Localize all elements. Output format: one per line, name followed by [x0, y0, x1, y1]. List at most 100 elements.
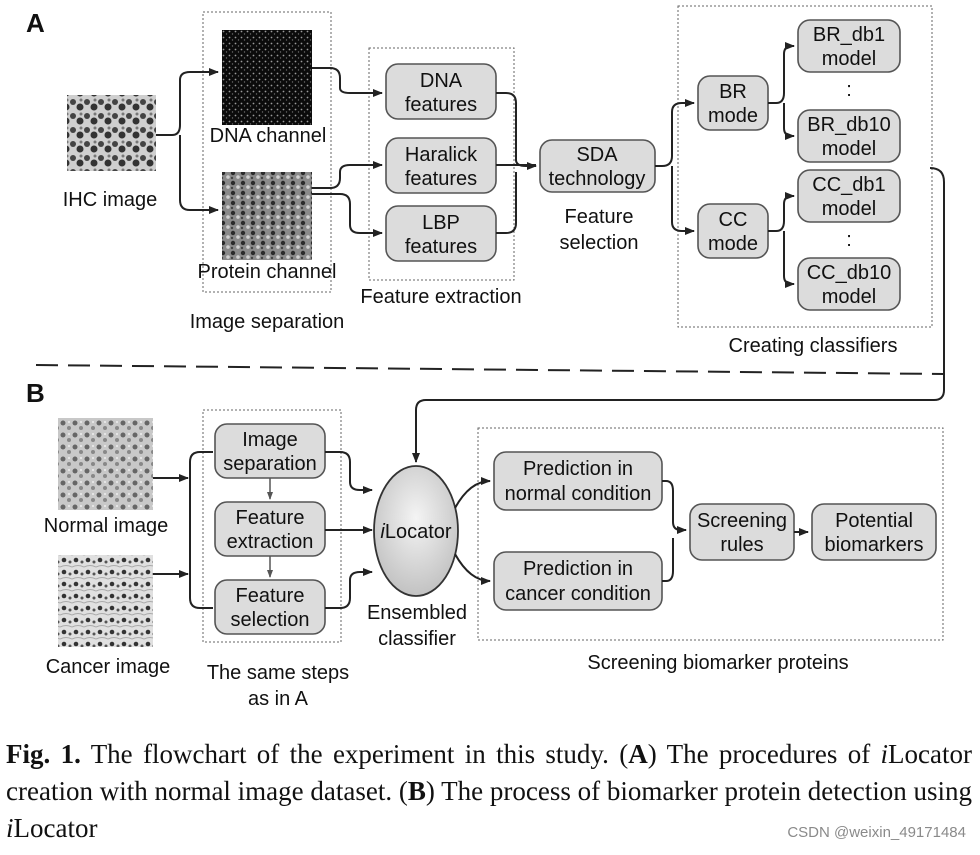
step-feature-extraction-line2: extraction [227, 531, 314, 553]
protein-channel-label: Protein channel [198, 261, 337, 283]
lbp-features-line1: LBP [422, 212, 460, 234]
protein-channel-image [222, 172, 312, 260]
cc-db10-line1: CC_db10 [807, 262, 892, 284]
cc-db10-line2: model [822, 286, 876, 308]
same-steps-label-line2: as in A [248, 688, 309, 710]
panel-separator [35, 364, 945, 375]
dna-channel-image [222, 30, 312, 125]
feature-selection-label-line1: Feature [565, 206, 634, 228]
screening-proteins-label: Screening biomarker proteins [587, 652, 848, 674]
caption-text-3: Locator creation with normal image datas… [6, 739, 972, 806]
potential-biomarkers-line1: Potential [835, 510, 913, 532]
sda-line1: SDA [576, 144, 618, 166]
figure-caption: Fig. 1. The flowchart of the experiment … [6, 736, 972, 847]
step-image-separation-line1: Image [242, 429, 298, 451]
step-feature-extraction-box: Feature extraction [214, 501, 326, 557]
br-db1-model-box: BR_db1 model [797, 19, 901, 73]
watermark: CSDN @weixin_49171484 [787, 824, 966, 841]
dna-features-line2: features [405, 94, 477, 116]
haralick-features-line2: features [405, 168, 477, 190]
br-mode-line1: BR [719, 81, 747, 103]
cc-mode-line2: mode [708, 233, 758, 255]
br-mode-box: BR mode [697, 75, 769, 131]
haralick-features-line1: Haralick [405, 144, 478, 166]
dna-channel-label: DNA channel [210, 125, 327, 147]
ilocator-node: iLocator [373, 465, 459, 597]
sda-technology-box: SDA technology [539, 139, 656, 193]
cancer-image-label: Cancer image [46, 656, 171, 678]
caption-text-5: Locator [13, 813, 98, 843]
lbp-features-line2: features [405, 236, 477, 258]
cc-mode-box: CC mode [697, 203, 769, 259]
caption-a-letter: A [628, 739, 648, 769]
cc-db10-model-box: CC_db10 model [797, 257, 901, 311]
br-ellipsis: : [846, 79, 852, 101]
prediction-normal-line1: Prediction in [523, 458, 633, 480]
caption-fig-label: Fig. 1. [6, 739, 81, 769]
panel-a-connectors [156, 42, 795, 288]
creating-classifiers-group [677, 5, 933, 328]
panel-b-letter: B [26, 378, 45, 408]
caption-i-2: i [6, 813, 14, 843]
ihc-image [67, 95, 156, 171]
cc-db1-model-box: CC_db1 model [797, 169, 901, 223]
caption-text-2: ) The procedures of [647, 739, 881, 769]
sda-line2: technology [549, 168, 646, 190]
step-image-separation-box: Image separation [214, 423, 326, 479]
dna-features-line1: DNA [420, 70, 463, 92]
prediction-cancer-line1: Prediction in [523, 558, 633, 580]
screening-rules-box: Screening rules [689, 503, 795, 561]
step-feature-selection-line1: Feature [236, 585, 305, 607]
step-image-separation-line2: separation [223, 453, 316, 475]
prediction-normal-line2: normal condition [505, 483, 652, 505]
image-separation-group [202, 11, 332, 293]
screening-rules-line1: Screening [697, 510, 787, 532]
cc-mode-line1: CC [719, 209, 748, 231]
cc-db1-line2: model [822, 198, 876, 220]
ilocator-suffix: Locator [385, 521, 452, 543]
step-feature-selection-box: Feature selection [214, 579, 326, 635]
creating-classifiers-label: Creating classifiers [729, 335, 898, 357]
normal-image [58, 418, 153, 510]
ilocator-label: iLocator [380, 521, 452, 543]
image-separation-label: Image separation [190, 311, 345, 333]
br-db10-line2: model [822, 138, 876, 160]
classifier-to-ilocator-arrow [412, 167, 945, 463]
flowchart-diagram: A IHC image DNA channel Protein channel … [26, 5, 945, 710]
cc-ellipsis: : [846, 229, 852, 251]
br-mode-line2: mode [708, 105, 758, 127]
same-steps-group [202, 409, 342, 643]
caption-text-4: ) The process of biomarker protein detec… [425, 776, 972, 806]
feature-extraction-label: Feature extraction [360, 286, 521, 308]
screening-rules-line2: rules [720, 534, 763, 556]
br-db10-model-box: BR_db10 model [797, 109, 901, 163]
screening-group [477, 427, 944, 641]
br-db1-line1: BR_db1 [813, 24, 885, 46]
ilocator-prefix: i [380, 521, 385, 543]
br-db1-line2: model [822, 48, 876, 70]
haralick-features-box: Haralick features [385, 137, 497, 194]
potential-biomarkers-box: Potential biomarkers [811, 503, 937, 561]
potential-biomarkers-line2: biomarkers [825, 534, 924, 556]
panel-a-letter: A [26, 8, 45, 38]
prediction-cancer-line2: cancer condition [505, 583, 651, 605]
caption-b-letter: B [407, 776, 426, 806]
panel-b-connectors [153, 451, 809, 609]
cc-db1-line1: CC_db1 [812, 174, 885, 196]
step-feature-selection-line2: selection [231, 609, 310, 631]
ensembled-classifier-line1: Ensembled [367, 602, 467, 624]
cancer-image [58, 555, 153, 647]
prediction-normal-box: Prediction in normal condition [493, 451, 663, 511]
ihc-image-label: IHC image [63, 189, 157, 211]
feature-selection-label-line2: selection [560, 232, 639, 254]
lbp-features-box: LBP features [385, 205, 497, 262]
caption-i-1: i [880, 739, 889, 769]
caption-text-1: The flowchart of the experiment in this … [80, 739, 629, 769]
dna-features-box: DNA features [385, 63, 497, 120]
prediction-cancer-box: Prediction in cancer condition [493, 551, 663, 611]
normal-image-label: Normal image [44, 515, 168, 537]
br-db10-line1: BR_db10 [807, 114, 890, 136]
same-steps-label-line1: The same steps [207, 662, 349, 684]
step-feature-extraction-line1: Feature [236, 507, 305, 529]
ensembled-classifier-line2: classifier [378, 628, 456, 650]
